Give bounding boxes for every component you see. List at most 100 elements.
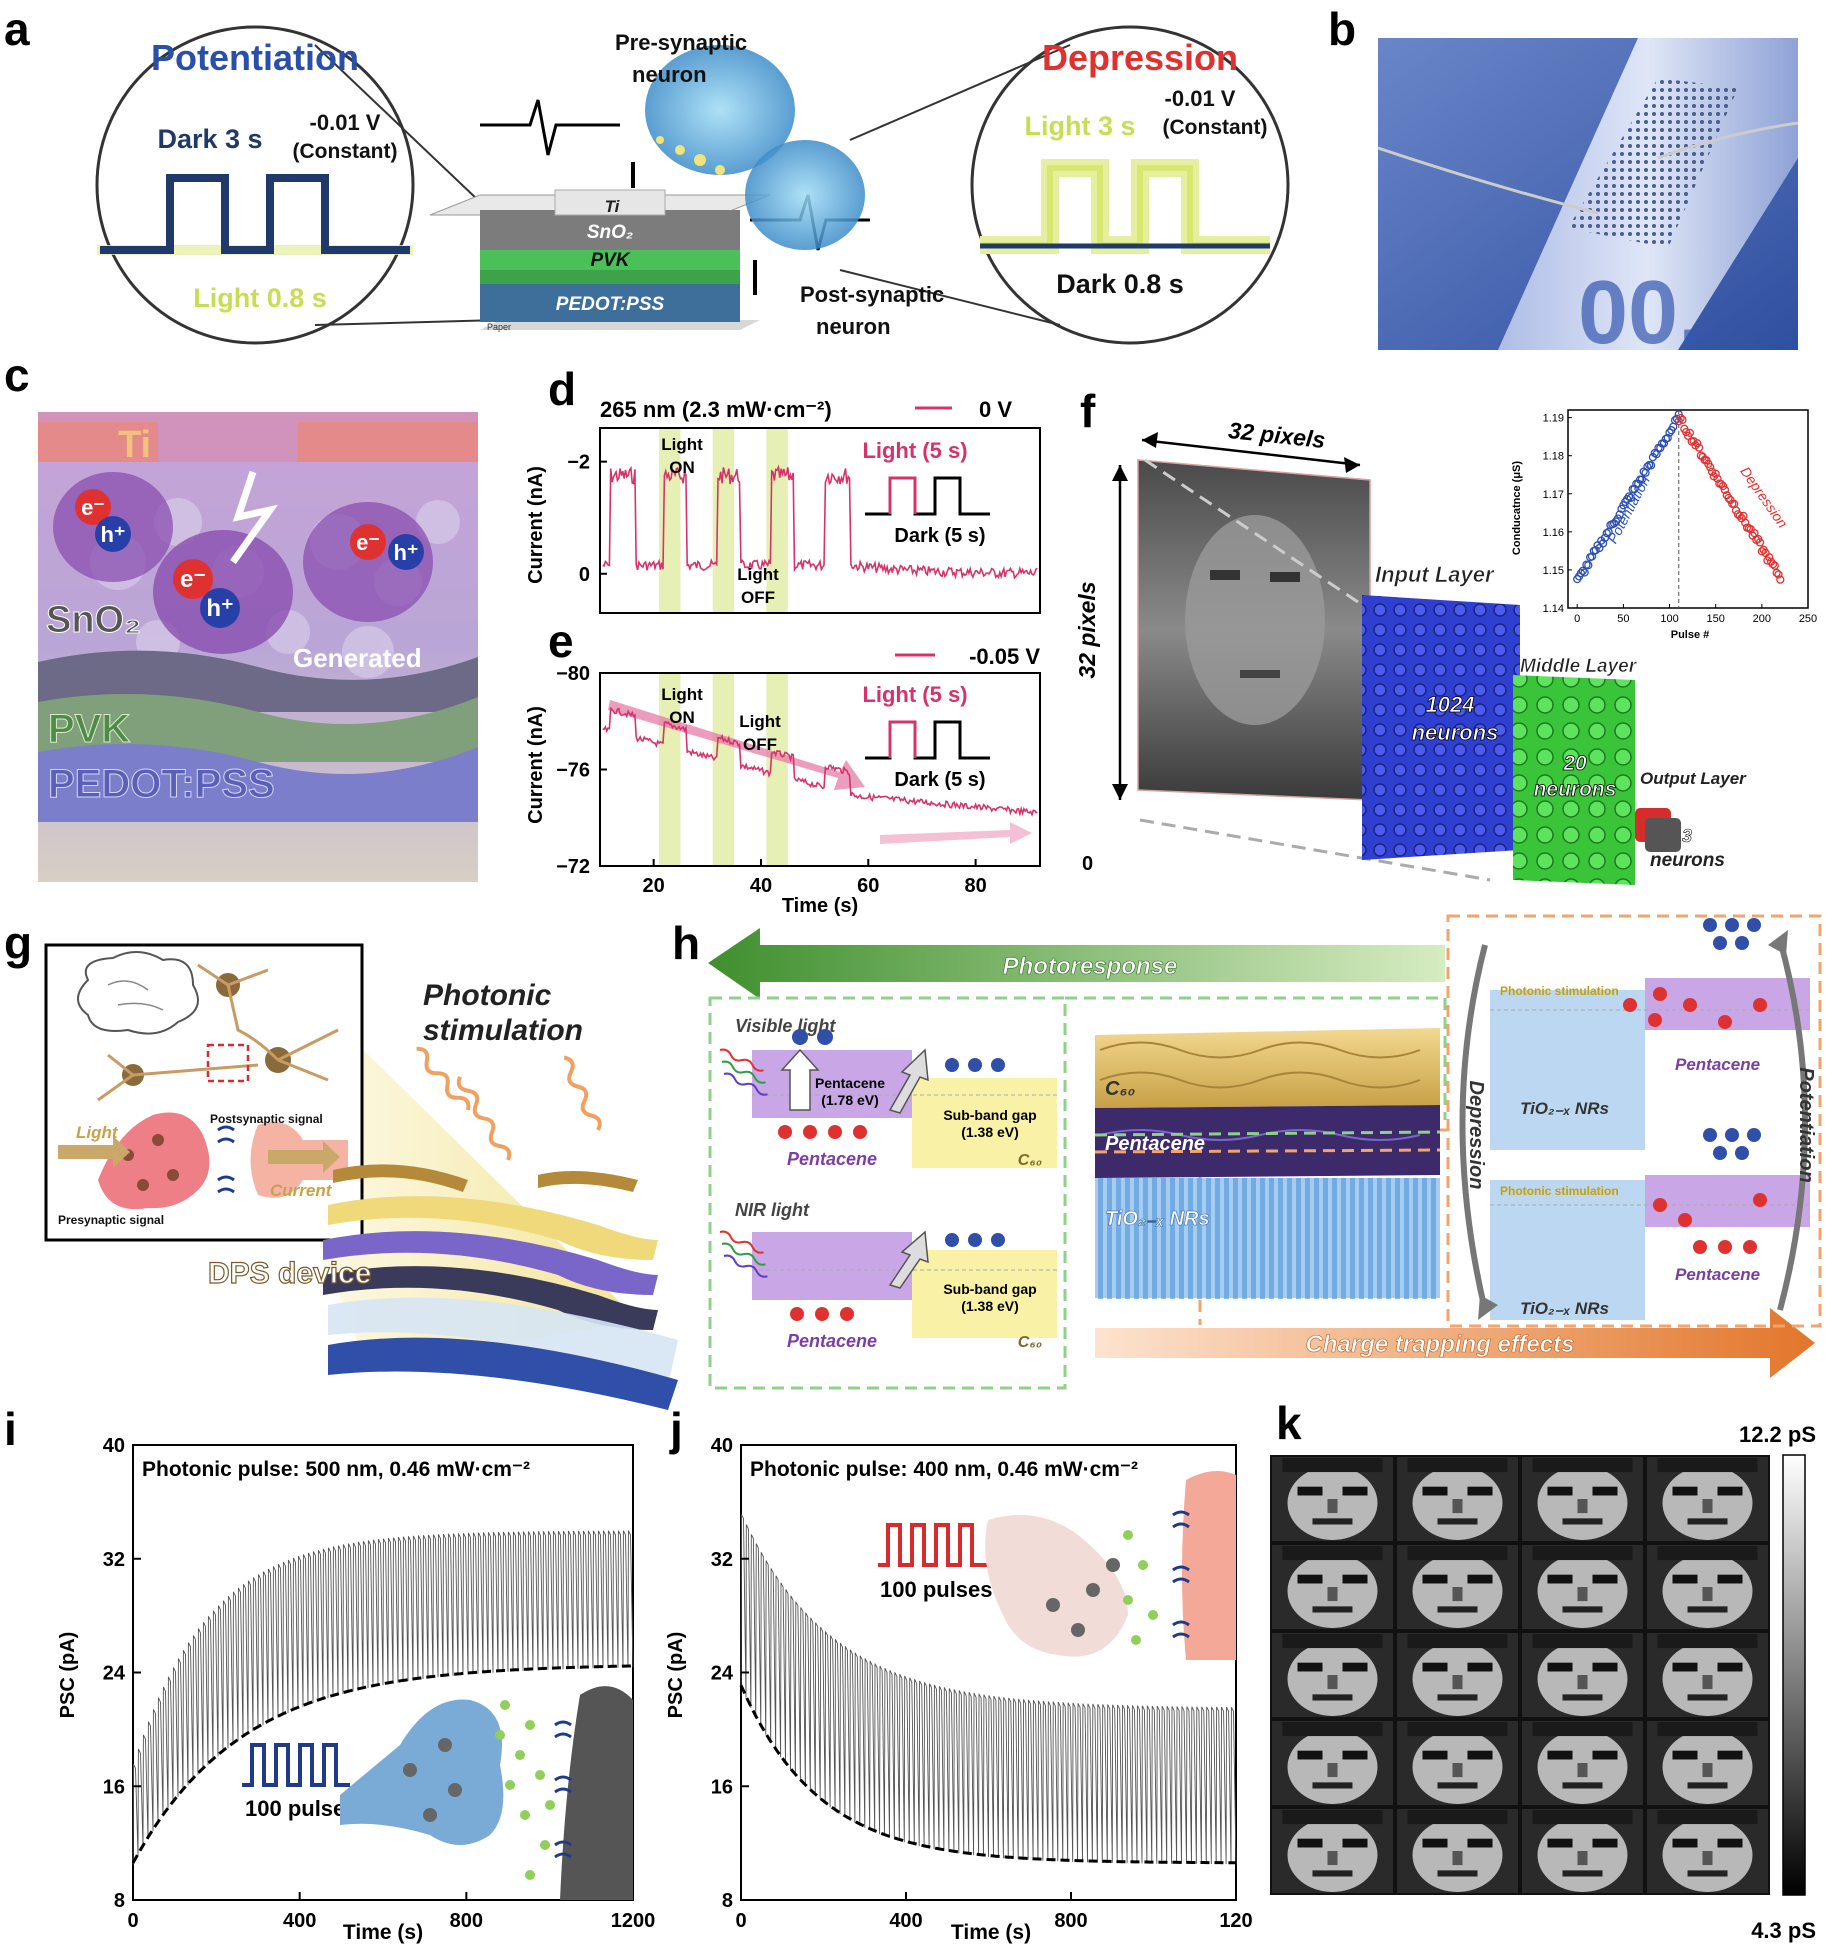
chart-e-light-on-2: ON <box>669 708 695 727</box>
chart-e-inset-dark: Dark (5 s) <box>894 769 985 791</box>
chart-i-ytick-label: 32 <box>103 1549 125 1571</box>
carrier-pair-1: e⁻ h⁺ <box>75 489 131 552</box>
panel-a: Potentiation Dark 3 s -0.01 V (Constant)… <box>95 25 1290 345</box>
nanorod <box>1278 1178 1283 1299</box>
nanorod <box>1170 1178 1175 1299</box>
post-synaptic-neuron-icon <box>745 140 865 250</box>
holes-visible <box>778 1125 867 1139</box>
chart-f-ytick-label: 1.18 <box>1543 451 1564 463</box>
nanorod <box>1224 1178 1229 1299</box>
nanorod <box>1359 1178 1364 1299</box>
sno2-layer <box>480 210 740 250</box>
probe-right <box>1657 121 1799 160</box>
chart-j-ytick-label: 8 <box>722 1890 733 1912</box>
subband-gap-label-1: Sub-band gap <box>943 1107 1036 1123</box>
chart-e-inset-light-pulse <box>888 720 917 758</box>
tio2-band-top <box>1490 990 1645 1150</box>
c60-layer-block <box>1095 1028 1440 1108</box>
pentacene-band-nir <box>752 1232 912 1300</box>
photoresponse-arrow <box>708 928 1445 999</box>
chart-e-light-off-2: OFF <box>743 735 777 754</box>
chart-f-point <box>1678 415 1687 424</box>
chart-d-ylabel: Current (nA) <box>525 466 547 584</box>
face-cell <box>1397 1721 1518 1805</box>
c60-band-nir <box>912 1250 1057 1338</box>
tio2-band-bottom <box>1490 1180 1645 1320</box>
device-layer-tio2 <box>323 1266 658 1330</box>
chart-i-psc-trace <box>132 1530 634 1865</box>
chart-f-point <box>1600 533 1610 543</box>
dep-dark-label: Dark 0.8 s <box>1056 269 1184 299</box>
nanorod <box>1116 1178 1121 1299</box>
chart-f-point <box>1765 553 1774 562</box>
device-substrate <box>328 1297 678 1385</box>
g-photonic-label-2: stimulation <box>423 1014 583 1047</box>
chart-e-xtick-label: 20 <box>643 875 665 897</box>
subband-gap-label-2: (1.38 eV) <box>961 1124 1019 1140</box>
chart-i-xtick-label: 800 <box>450 1910 483 1932</box>
generated-label: Generated <box>293 643 422 673</box>
photon-wave-icon <box>416 1046 471 1111</box>
depression-cycle-arrow <box>1459 944 1488 1311</box>
pot-dark-label: Dark 3 s <box>157 124 262 154</box>
pre-synaptic-label-2: neuron <box>632 62 707 87</box>
nir-light-label: NIR light <box>735 1200 810 1220</box>
pot-constant-label: (Constant) <box>293 140 398 163</box>
chart-f-point <box>1706 462 1715 472</box>
chart-f-ytick-label: 1.15 <box>1543 565 1564 577</box>
svg-text:h⁺: h⁺ <box>206 595 233 622</box>
subband-gap-nir-2: (1.38 eV) <box>961 1298 1019 1314</box>
pentacene-label-nir: Pentacene <box>787 1331 877 1351</box>
pre-spike-icon <box>480 99 620 156</box>
device-layer-pentacene <box>323 1231 658 1295</box>
chart-f-xtick-label: 150 <box>1707 613 1725 625</box>
panel-b: 00. <box>1377 38 1799 363</box>
nanorod <box>1143 1178 1148 1299</box>
panel-f-zero: 0 <box>1082 853 1093 875</box>
chart-e-light-on-band <box>766 673 788 866</box>
nanorod <box>1251 1178 1256 1299</box>
chart-e-legend: -0.05 V <box>969 644 1040 669</box>
photon-wave-icon <box>456 1076 512 1161</box>
chart-f-point <box>1624 492 1634 501</box>
nanorod <box>1305 1178 1310 1299</box>
g-light-label: Light <box>76 1123 119 1142</box>
middle-layer-block <box>1513 675 1635 885</box>
potentiation-title: Potentiation <box>151 37 359 78</box>
tio2-label-bottom: TiO₂₋ₓ NRs <box>1520 1299 1609 1318</box>
face-cell <box>1272 1721 1393 1805</box>
face-cell <box>1522 1545 1643 1629</box>
pre-synaptic-neuron-icon <box>645 45 795 175</box>
chart-f-point <box>1694 443 1704 452</box>
face-cell <box>1647 1721 1768 1805</box>
chart-f-point <box>1724 493 1733 503</box>
panel-h: Photoresponse Charge trapping effects Vi… <box>708 914 1822 1390</box>
pixels-horizontal-label: 32 pixels <box>1227 417 1326 453</box>
chart-j-ytick-label: 16 <box>711 1776 733 1798</box>
chart-e-light-off-1: Light <box>739 712 781 731</box>
chart-f-xtick-label: 200 <box>1753 613 1771 625</box>
g-presynaptic-label: Presynaptic signal <box>58 1213 164 1227</box>
chart-i-xtick-label: 400 <box>283 1910 316 1932</box>
nanorod <box>1242 1178 1247 1299</box>
nanorod <box>1341 1178 1346 1299</box>
chart-i-ytick-label: 24 <box>103 1663 126 1685</box>
chart-d-inset-dark-line <box>865 476 990 516</box>
g-photonic-label-1: Photonic <box>423 979 552 1012</box>
chart-d-ytick-label: −2 <box>567 452 590 474</box>
nanorod <box>1287 1178 1292 1299</box>
pentacene-band-visible <box>752 1050 912 1118</box>
face-cell <box>1647 1809 1768 1893</box>
dep-light-label: Light 3 s <box>1024 111 1135 141</box>
panel-k: 12.2 pS 4.3 pS <box>1270 1422 1816 1943</box>
chart-e-ytick-label: −80 <box>556 663 590 685</box>
nanorod <box>1098 1178 1103 1299</box>
chart-d-ytick-label: 0 <box>579 564 590 586</box>
face-cell <box>1647 1633 1768 1717</box>
pulse-train-icon <box>878 1523 988 1567</box>
nanorod <box>1377 1178 1382 1299</box>
charge-trapping-label: Charge trapping effects <box>1306 1331 1575 1358</box>
depression-side-label: Depression <box>1465 1081 1487 1190</box>
chart-d-light-off-1: Light <box>737 565 779 584</box>
